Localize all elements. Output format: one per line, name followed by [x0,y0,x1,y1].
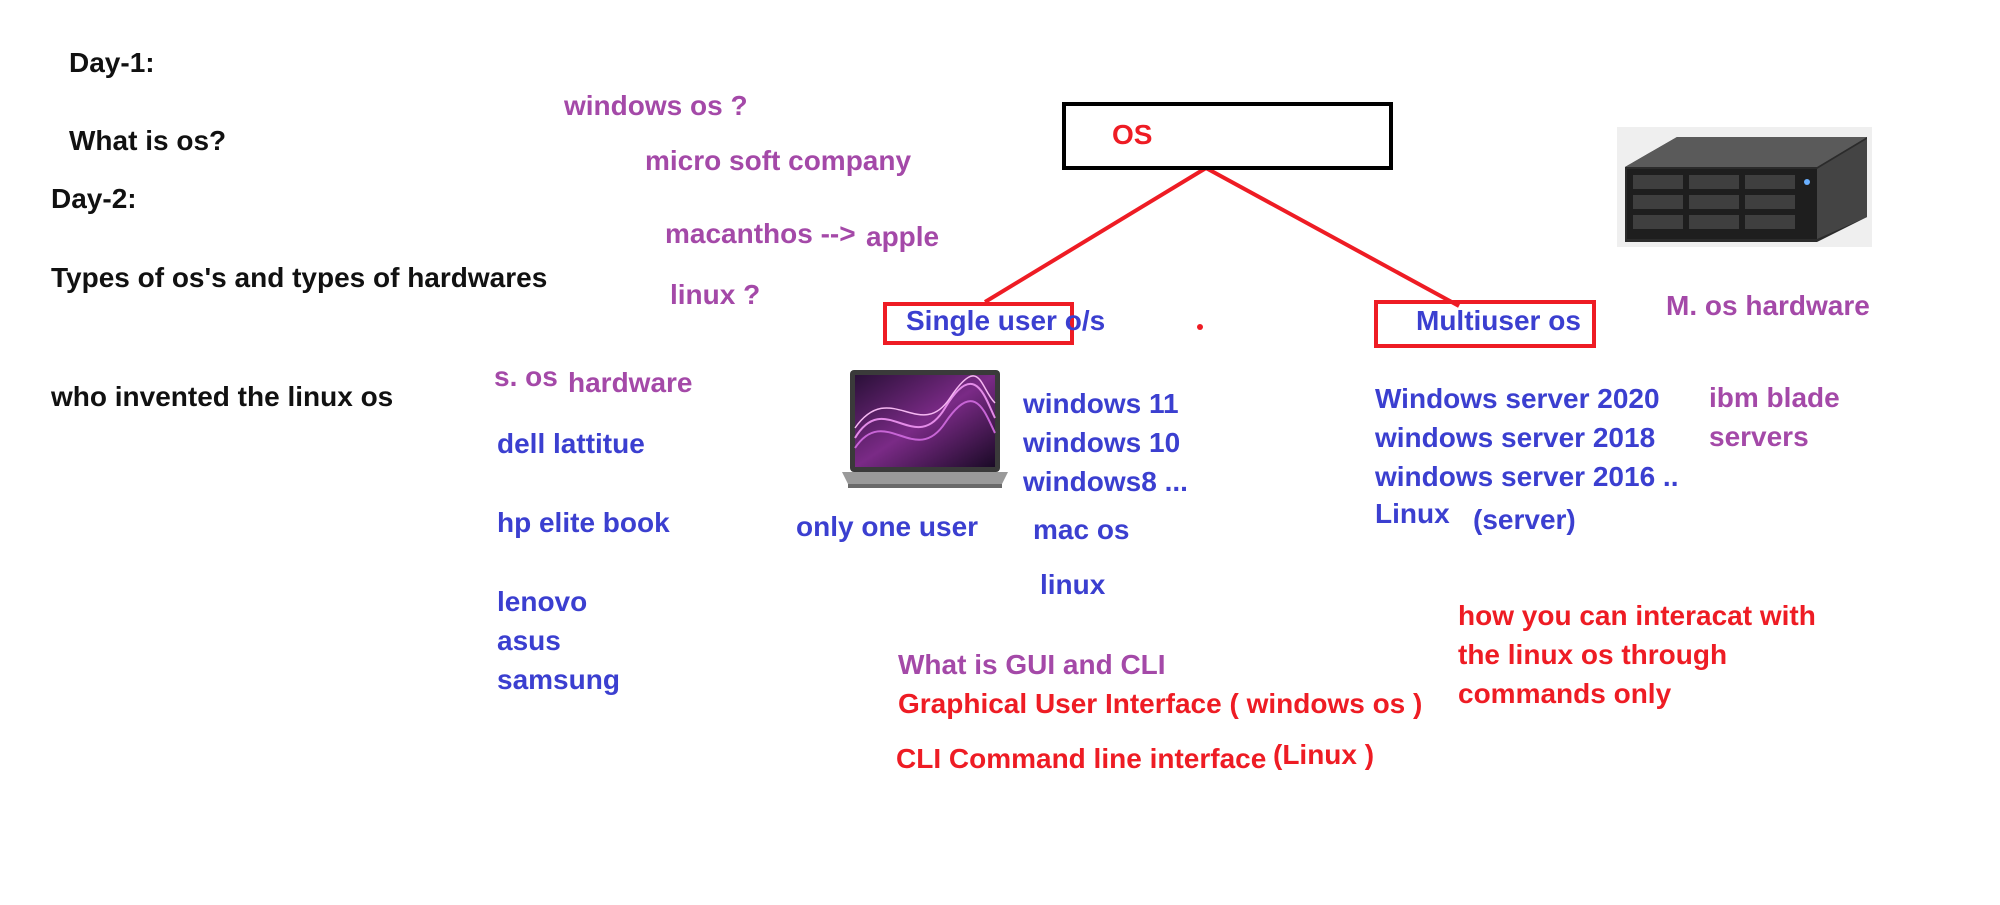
rack-server-image [1617,127,1872,247]
list-item: how you can interacat with [1458,600,1816,631]
single-user-label: Single user o/s [906,305,1106,336]
list-item: windows server 2018 [1375,422,1656,453]
who-invented-text: who invented the linux os [51,381,394,412]
brand-dell: dell lattitue [497,428,645,459]
red-dot [1197,324,1203,330]
mac-os-text: mac os [1033,514,1130,545]
list-item: windows8 ... [1023,466,1188,497]
list-item: ibm blade [1709,382,1840,413]
os-root-label: OS [1112,119,1153,150]
brand-list: lenovo asus samsung [497,582,620,699]
day1-heading: Day-1: [69,47,155,78]
multiuser-label: Multiuser os [1416,305,1581,336]
laptop-image [842,370,1008,488]
single-user-box [883,302,1074,345]
list-item: windows server 2016 .. [1375,461,1679,492]
single-user-os-list: windows 11 windows 10 windows8 ... [1023,384,1188,501]
multiuser-os-list: Windows server 2020 windows server 2018 … [1375,379,1679,496]
only-one-user-text: only one user [796,511,979,542]
connector-os-to-single-user [983,166,1208,304]
m-os-hardware-label: M. os hardware [1666,290,1870,321]
apple-text: apple [866,221,940,252]
linux-interaction-note: how you can interacat with the linux os … [1458,596,1816,713]
list-item: asus [497,625,561,656]
what-is-os-text: What is os? [69,125,227,156]
list-item: the linux os through [1458,639,1728,670]
ibm-blade-servers: ibm blade servers [1709,378,1840,456]
s-os-label: s. os [494,361,558,392]
cli-linux-note: (Linux ) [1273,739,1375,770]
linux-question: linux ? [670,279,761,310]
connector-os-to-multiuser [1205,166,1460,308]
multiuser-box [1374,300,1596,348]
list-item: lenovo [497,586,588,617]
list-item: windows 10 [1023,427,1181,458]
day2-heading: Day-2: [51,183,137,214]
gui-definition: Graphical User Interface ( windows os ) [898,688,1423,719]
server-text: (server) [1473,504,1576,535]
gui-cli-title: What is GUI and CLI [898,649,1166,680]
linux-multi-text: Linux [1375,498,1450,529]
brand-hp: hp elite book [497,507,670,538]
list-item: Windows server 2020 [1375,383,1660,414]
types-text: Types of os's and types of hardwares [51,262,548,293]
macanthos-text: macanthos --> [665,218,856,249]
microsoft-company-text: micro soft company [645,145,912,176]
cli-definition: CLI Command line interface [896,743,1267,774]
linux-single-text: linux [1040,569,1106,600]
hardware-label: hardware [568,367,693,398]
windows-os-question: windows os ? [564,90,748,121]
list-item: commands only [1458,678,1672,709]
os-root-box: OS [1062,102,1393,170]
list-item: windows 11 [1023,388,1179,419]
list-item: servers [1709,421,1809,452]
list-item: samsung [497,664,620,695]
